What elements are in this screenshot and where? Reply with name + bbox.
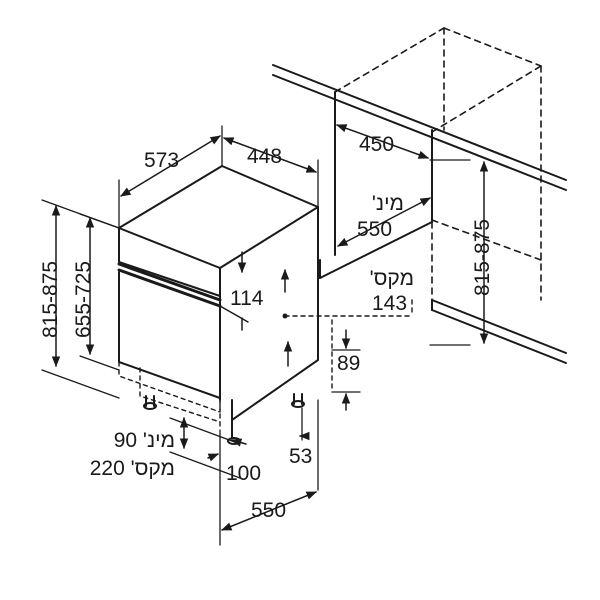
niche-depth-min-value: 550 xyxy=(357,218,393,241)
total-depth-label: 550 xyxy=(251,499,287,522)
plinth-min-label: מינ' 90 xyxy=(113,429,175,452)
niche-width-label: 450 xyxy=(359,133,395,156)
extension-lines xyxy=(41,125,471,546)
height-range-label: 815-875 xyxy=(39,260,62,338)
foot-offset-label: 53 xyxy=(289,445,313,468)
niche-height-range-label: 815-875 xyxy=(471,218,494,296)
niche-outline xyxy=(334,27,542,301)
dimension-lines xyxy=(51,124,489,531)
panel-height-label: 114 xyxy=(230,287,264,310)
plinth-depth-label: 89 xyxy=(337,352,361,375)
cabinet-width-label: 448 xyxy=(247,145,283,168)
offset-max-value: 143 xyxy=(372,292,408,315)
reference-dot xyxy=(282,313,288,319)
worktop xyxy=(272,64,567,191)
foot-setback-label: 100 xyxy=(226,462,262,485)
door-height-range-label: 655-725 xyxy=(72,260,95,338)
floor xyxy=(431,299,567,364)
dishwasher-body xyxy=(117,165,319,439)
projection-lines xyxy=(118,299,413,431)
plinth-max-label: מקס' 220 xyxy=(89,457,175,480)
cabinet-depth-label: 573 xyxy=(144,149,180,172)
niche-depth-min-caption: מינ' xyxy=(371,192,404,215)
offset-max-caption: מקס' xyxy=(369,267,414,290)
